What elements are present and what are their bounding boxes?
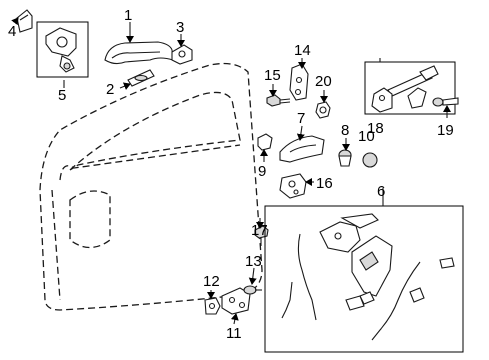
- callout-9: 9: [258, 163, 266, 180]
- callout-20: 20: [315, 73, 332, 90]
- part-2-handle-gasket: [127, 69, 155, 87]
- part-7-interior-handle: [279, 135, 325, 163]
- part-14-bracket: [289, 63, 309, 101]
- callout-5: 5: [58, 87, 66, 104]
- part-6-latch-assembly: [264, 205, 464, 353]
- callout-6: 6: [377, 183, 385, 200]
- callout-3: 3: [176, 19, 184, 36]
- callout-16: 16: [316, 175, 333, 192]
- actuator-rod: [281, 281, 293, 319]
- callout-10: 10: [358, 128, 375, 145]
- callout-14: 14: [294, 42, 311, 59]
- part-16-hinge: [279, 173, 307, 199]
- part-5-lock-cylinder: [36, 21, 89, 78]
- part-15-bolt: [266, 94, 291, 107]
- part-4-cap: [16, 9, 33, 33]
- callout-13: 13: [245, 253, 262, 270]
- callout-8: 8: [341, 122, 349, 139]
- part-20-nut: [315, 101, 331, 119]
- callout-17: 17: [251, 222, 268, 239]
- part-3-handle-bracket: [171, 44, 193, 65]
- part-9-clip: [257, 133, 273, 151]
- callout-2: 2: [106, 81, 114, 98]
- callout-11: 11: [226, 325, 242, 342]
- callout-7: 7: [297, 110, 305, 127]
- part-10-plug: [362, 152, 378, 168]
- leader-lines: [11, 17, 451, 325]
- part-19-bolt: [432, 97, 459, 107]
- part-13-bolt: [243, 285, 262, 295]
- part-1-exterior-handle: [104, 41, 174, 65]
- callout-12: 12: [203, 273, 220, 290]
- callout-19: 19: [437, 122, 454, 139]
- callout-4: 4: [8, 23, 16, 40]
- part-11-striker: [221, 287, 251, 315]
- callout-1: 1: [124, 7, 132, 24]
- part-12-washer: [204, 297, 221, 315]
- door-panel-outline: [39, 62, 263, 311]
- part-18-door-check: [364, 61, 456, 115]
- callout-labels: 1 2 3 4 5 6 7 8 9 10 11 12 13 14 15 16 1…: [8, 7, 454, 342]
- callout-18: 18: [367, 120, 384, 137]
- callout-15: 15: [264, 67, 281, 84]
- part-8-clip: [338, 149, 352, 167]
